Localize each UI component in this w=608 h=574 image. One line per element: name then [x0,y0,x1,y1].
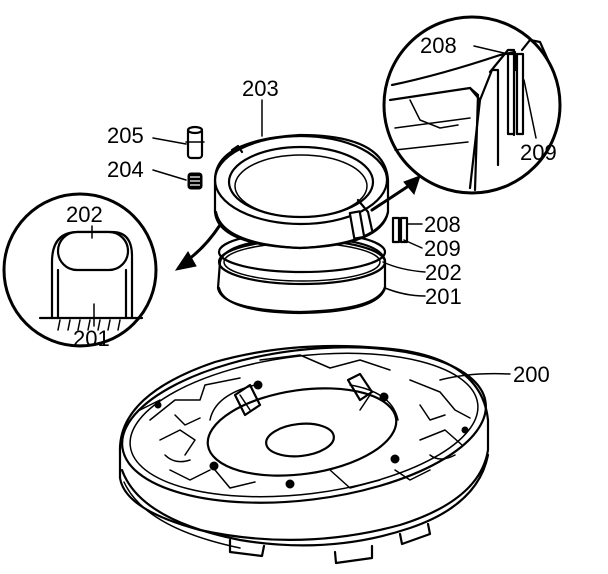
leader-208-detail [473,45,509,55]
callout-202: 202 [425,260,462,285]
pin-205 [185,125,205,160]
callout-203: 203 [242,76,279,101]
leader-205 [152,137,187,145]
callout-205: 205 [107,123,144,148]
callout-204: 204 [107,157,144,182]
spring-204 [187,172,203,190]
arrow-to-right-detail [370,175,421,212]
callout-209: 209 [424,236,461,261]
leader-209 [403,239,423,249]
callout-201-detail: 201 [73,326,110,351]
leader-209-detail [523,79,537,139]
plates-208-209 [391,216,409,244]
callout-200: 200 [513,362,550,387]
retainer-201 [216,236,387,315]
callout-202-detail: 202 [66,202,103,227]
housing-200 [118,344,490,565]
ring-203 [213,133,390,250]
detail-view-plates [382,15,562,195]
callout-209-detail: 209 [520,140,557,165]
leader-200 [439,372,511,381]
arrow-to-left-detail [174,223,222,271]
leader-204 [152,169,187,181]
callout-208-detail: 208 [420,33,457,58]
leader-202 [382,261,426,273]
callout-201: 201 [425,284,462,309]
callout-208: 208 [424,212,461,237]
detail-view-seal-retainer [2,192,158,348]
leader-201 [384,287,426,297]
